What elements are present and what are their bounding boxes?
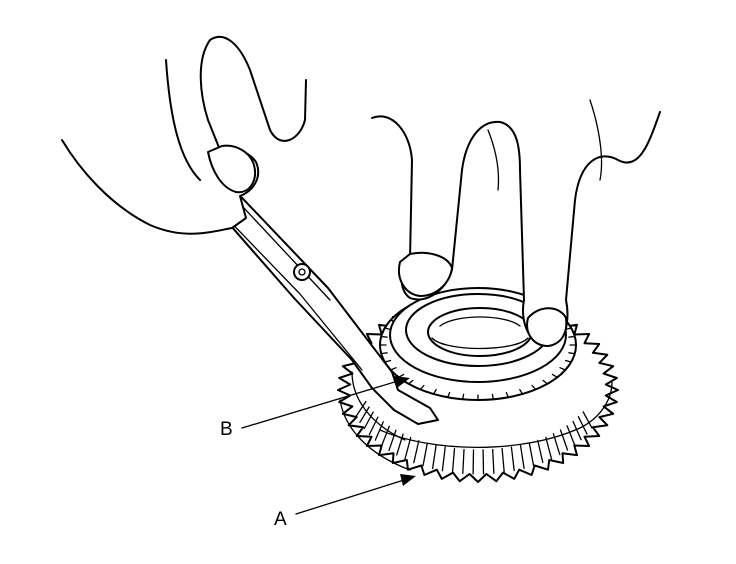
feeler-gauge-rivet <box>293 263 311 281</box>
callout-label-a: A <box>274 509 287 530</box>
callout-label-b: B <box>220 419 233 440</box>
ring-bore-depth <box>431 316 529 350</box>
right-hand <box>371 99 661 347</box>
feeler-gauge-rivet-center <box>298 268 306 276</box>
gear-a-inner-rim <box>379 381 613 448</box>
leader-b <box>241 380 399 429</box>
arrowhead-b <box>394 376 410 388</box>
leader-a <box>295 479 405 515</box>
feeler-gauge-blade <box>181 159 439 425</box>
arrowhead-a <box>400 474 416 486</box>
left-hand-outline <box>61 35 307 235</box>
right-middle-fingertip <box>526 307 568 347</box>
left-thumb <box>207 144 256 194</box>
right-index-fingertip <box>398 251 453 297</box>
gear-a-tooth-lines <box>355 400 593 475</box>
left-hand <box>61 35 307 235</box>
callout-leaders <box>241 376 416 515</box>
right-hand-knuckle-lines <box>487 99 603 191</box>
